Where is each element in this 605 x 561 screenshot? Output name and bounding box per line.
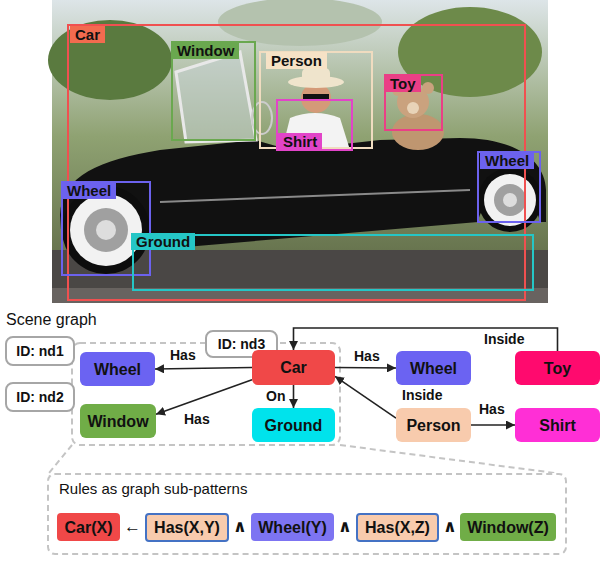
object-tag: Ground — [131, 233, 195, 250]
node-label: ID: nd2 — [16, 389, 63, 406]
node-label: Shirt — [539, 416, 575, 435]
object-tag: Toy — [385, 75, 421, 92]
logic-symbol: ← — [124, 517, 141, 537]
node-label: Person — [406, 416, 460, 435]
whitewall — [70, 194, 142, 266]
edge-label: On — [264, 389, 287, 404]
node-label: ID: nd1 — [16, 343, 63, 360]
object-node: Wheel — [80, 352, 155, 386]
predicate-token: Has(X,Z) — [356, 513, 439, 542]
edge-label: Inside — [482, 332, 526, 347]
bear-snout — [407, 102, 419, 114]
relation-arrow — [471, 424, 515, 426]
bear-body — [392, 114, 444, 150]
node-id-tag: ID: nd1 — [5, 336, 75, 366]
object-node: Person — [396, 408, 471, 442]
object-tag: Car — [70, 26, 105, 43]
bounding-box — [62, 182, 150, 275]
logic-symbol: ∧ — [443, 517, 457, 537]
section-heading: Scene graph — [6, 311, 97, 329]
relation-arrow — [335, 367, 396, 369]
hub — [503, 193, 517, 207]
object-tag: Wheel — [480, 152, 534, 169]
group-box — [72, 343, 340, 445]
relation-arrow — [155, 368, 252, 370]
bounding-box — [172, 42, 255, 140]
node-label: Toy — [544, 359, 571, 378]
node-label: Ground — [265, 416, 323, 435]
zoom-line — [49, 445, 72, 473]
node-label: Window(Z) — [467, 518, 549, 537]
object-tag: Person — [266, 52, 327, 69]
windshield — [176, 52, 256, 142]
node-label: Has(X,Z) — [365, 518, 430, 537]
hat-brim — [288, 76, 344, 88]
node-label: Wheel — [410, 359, 457, 378]
hub — [96, 220, 116, 240]
whitewall — [484, 174, 536, 226]
relation-arrow — [335, 376, 396, 418]
edge-label: Has — [352, 349, 382, 364]
bounding-box — [277, 100, 352, 150]
object-node: Wheel — [396, 351, 471, 385]
object-node: Toy — [515, 351, 600, 385]
edge-label: Has — [168, 348, 198, 363]
panel-heading: Rules as graph sub-patterns — [59, 480, 247, 498]
node-label: Car — [280, 358, 307, 377]
bounding-box — [68, 25, 525, 300]
object-node: Car — [252, 350, 335, 385]
object-node: Window — [80, 404, 156, 438]
relation-arrow — [156, 380, 252, 414]
tree — [218, 0, 382, 46]
edge-label: Has — [477, 402, 507, 417]
relation-arrow — [294, 328, 558, 351]
edge-label: Has — [182, 412, 212, 427]
car-chrome — [160, 190, 470, 202]
node-id-tag: ID: nd2 — [5, 382, 75, 412]
node-label: Has(X,Y) — [154, 518, 220, 537]
predicate-token: Wheel(Y) — [251, 513, 334, 541]
object-node: Shirt — [515, 408, 600, 442]
object-tag: Shirt — [278, 133, 322, 150]
object-node: Ground — [252, 408, 335, 442]
predicate-token: Has(X,Y) — [145, 513, 229, 542]
bounding-box — [478, 152, 540, 222]
node-label: Car(X) — [64, 518, 112, 537]
edge-label: Inside — [400, 388, 444, 403]
logic-symbol: ∧ — [233, 517, 247, 537]
logic-symbol: ∧ — [338, 517, 352, 537]
rule-panel: Rules as graph sub-patternsCar(X) Has(X,Y… — [47, 473, 567, 555]
predicate-token: Window(Z) — [460, 513, 556, 541]
node-label: Wheel — [94, 360, 141, 379]
node-label: Window — [87, 412, 148, 431]
object-tag: Window — [172, 42, 239, 59]
hubcap — [494, 184, 526, 216]
zoom-line — [340, 445, 555, 473]
car-body — [60, 138, 546, 250]
tree — [48, 20, 172, 100]
relation-arrow — [293, 385, 295, 408]
hubcap — [84, 208, 128, 252]
object-tag: Wheel — [62, 182, 116, 199]
bounding-box — [385, 75, 442, 130]
node-label: Wheel(Y) — [258, 518, 326, 537]
tire — [62, 186, 150, 274]
predicate-token: Car(X) — [57, 513, 120, 541]
